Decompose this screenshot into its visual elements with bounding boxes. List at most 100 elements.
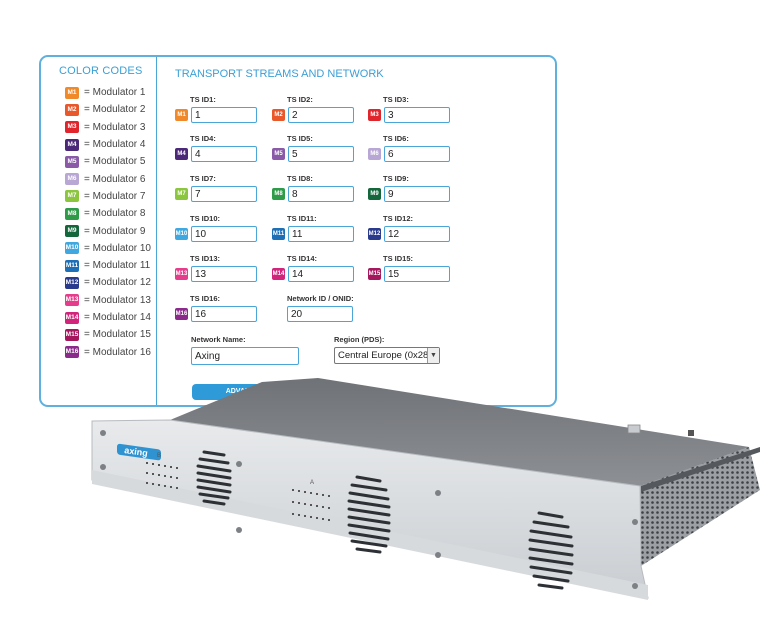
ts-id-9-input[interactable]: [384, 186, 450, 202]
transport-streams-title: TRANSPORT STREAMS AND NETWORK: [175, 68, 384, 80]
screw: [100, 464, 106, 470]
ts-id-label: TS ID16:: [190, 294, 221, 303]
color-codes-legend: M1 = Modulator 1 M2 = Modulator 2 M3 = Modu…: [65, 84, 151, 361]
ts-id-label: TS ID8:: [287, 174, 313, 183]
legend-item: M16= Modulator 16: [65, 343, 151, 360]
legend-item: M1 = Modulator 1: [65, 84, 151, 101]
network-id-input[interactable]: [287, 306, 353, 322]
screw: [236, 527, 242, 533]
modulator-badge: M7: [175, 188, 188, 200]
led-row: [146, 462, 178, 489]
modulator-badge: M1: [65, 86, 79, 99]
ts-id-7-input[interactable]: [191, 186, 257, 202]
ts-id-label: TS ID15:: [383, 254, 414, 263]
ts-id-10-input[interactable]: [191, 226, 257, 242]
legend-label: = Modulator 14: [84, 312, 151, 323]
ts-id-12-input[interactable]: [384, 226, 450, 242]
region-select[interactable]: Central Europe (0x28) ▼: [334, 347, 440, 364]
screw: [435, 552, 441, 558]
legend-label: = Modulator 5: [84, 156, 146, 168]
legend-item: M2 = Modulator 2: [65, 101, 151, 118]
network-name-input[interactable]: [191, 347, 299, 365]
ts-id-label: TS ID10:: [190, 214, 221, 223]
modulator-badge: M2: [272, 109, 285, 121]
modulator-badge: M10: [175, 228, 188, 240]
legend-item: M7= Modulator 7: [65, 188, 151, 205]
ts-id-8-input[interactable]: [288, 186, 354, 202]
modulator-badge: M8: [272, 188, 285, 200]
legend-item: M13= Modulator 13: [65, 292, 151, 309]
ts-id-label: TS ID1:: [190, 95, 216, 104]
modulator-badge: M12: [368, 228, 381, 240]
ts-id-4-input[interactable]: [191, 146, 257, 162]
modulator-badge: M2: [65, 103, 79, 116]
ts-id-label: TS ID4:: [190, 134, 216, 143]
modulator-badge: M15: [368, 268, 381, 280]
legend-label: = Modulator 3: [84, 121, 146, 133]
chevron-down-icon: ▼: [427, 348, 439, 363]
modulator-badge: M1: [175, 109, 188, 121]
ts-id-14-input[interactable]: [288, 266, 354, 282]
ts-id-label: TS ID9:: [383, 174, 409, 183]
network-id-label: Network ID / ONID:: [287, 294, 354, 303]
screw: [236, 461, 242, 467]
ts-id-label: TS ID3:: [383, 95, 409, 104]
ts-id-13-input[interactable]: [191, 266, 257, 282]
legend-label: = Modulator 15: [84, 329, 151, 341]
ts-id-16-input[interactable]: [191, 306, 257, 322]
ts-id-label: TS ID6:: [383, 134, 409, 143]
ts-id-15-input[interactable]: [384, 266, 450, 282]
ts-id-2-input[interactable]: [288, 107, 354, 123]
modulator-badge: M9: [65, 225, 79, 238]
rear-connector: [688, 430, 694, 436]
front-vent-middle: [347, 475, 391, 554]
device-top-cover: [170, 378, 749, 486]
modulator-badge: M11: [272, 228, 285, 240]
modulator-badge: M9: [368, 188, 381, 200]
screw: [100, 430, 106, 436]
modulator-badge: M7: [65, 190, 79, 203]
legend-item: M4= Modulator 4: [65, 136, 151, 153]
ts-id-label: TS ID11:: [287, 214, 317, 223]
legend-label: = Modulator 9: [84, 225, 146, 237]
legend-item: M11= Modulator 11: [65, 257, 151, 274]
modulator-badge: M8: [65, 207, 79, 220]
ts-id-label: TS ID13:: [190, 254, 221, 263]
screw: [435, 490, 441, 496]
modulator-badge: M11: [65, 259, 79, 272]
legend-item: M10 = Modulator 10: [65, 240, 151, 257]
device-brand-text: axing: [124, 445, 149, 458]
modulator-badge: M3: [368, 109, 381, 121]
front-vent-left: [196, 450, 232, 506]
legend-label: = Modulator 10: [84, 242, 151, 254]
ts-id-1-input[interactable]: [191, 107, 257, 123]
led-row: [292, 489, 330, 521]
legend-label: = Modulator 1: [84, 87, 146, 99]
modulator-badge: M13: [175, 268, 188, 280]
modulator-badge: M4: [175, 148, 188, 160]
ts-id-label: TS ID14:: [287, 254, 318, 263]
modulator-badge: M10: [65, 242, 79, 255]
network-name-label: Network Name:: [191, 335, 246, 344]
ts-id-5-input[interactable]: [288, 146, 354, 162]
rear-connector: [627, 424, 641, 434]
device-logo: [117, 443, 161, 461]
modulator-badge: M6: [65, 173, 79, 186]
ts-id-11-input[interactable]: [288, 226, 354, 242]
color-codes-title: COLOR CODES: [59, 65, 143, 77]
modulator-badge: M3: [65, 121, 79, 134]
port-a-label: A: [310, 480, 314, 486]
legend-item: M6= Modulator 6: [65, 170, 151, 187]
legend-item: M8= Modulator 8: [65, 205, 151, 222]
panel-divider: [156, 57, 157, 405]
ts-id-6-input[interactable]: [384, 146, 450, 162]
legend-label: = Modulator 13: [84, 294, 151, 306]
legend-item: M3 = Modulator 3: [65, 119, 151, 136]
ts-id-3-input[interactable]: [384, 107, 450, 123]
legend-label: = Modulator 2: [84, 104, 146, 116]
settings-panel: COLOR CODES M1 = Modulator 1 M2 = Modulato…: [39, 55, 557, 407]
modulator-badge: M5: [272, 148, 285, 160]
modulator-badge: M5: [65, 155, 79, 168]
modulator-badge: M4: [65, 138, 79, 151]
